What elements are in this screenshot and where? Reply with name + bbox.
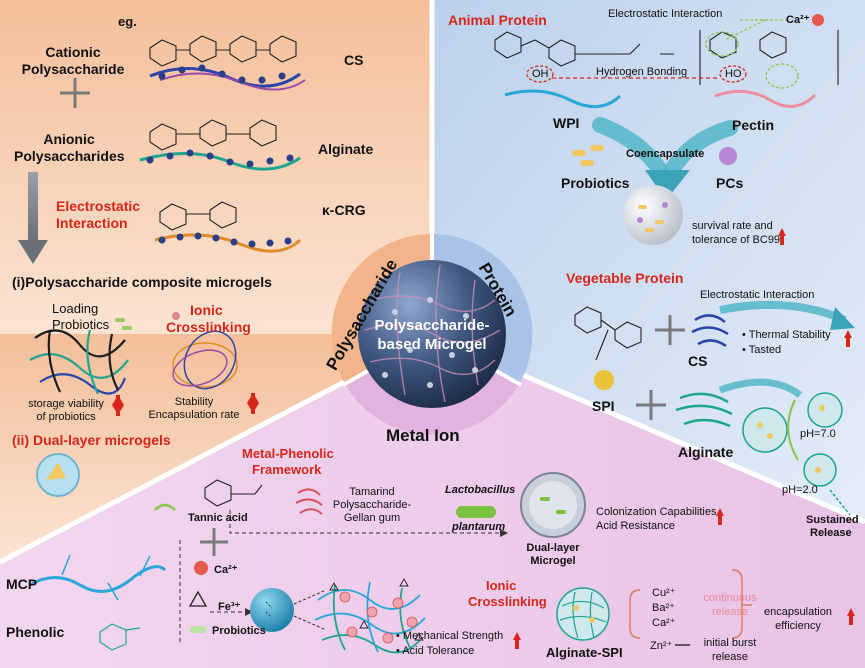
electrostatic-interaction-label: Electrostatic Interaction: [608, 8, 723, 20]
loading-line1: Loading: [52, 301, 99, 316]
lacto-line1: Lactobacillus: [445, 484, 516, 496]
tamarind-line1: Tamarind: [349, 486, 395, 498]
dual-layer-heading-text: (ii) Dual-layer microgels: [12, 432, 171, 448]
storage-line2: of probiotics: [36, 411, 96, 423]
tamarind-line2: Polysaccharide-: [332, 499, 412, 511]
pcs-label: PCs: [716, 175, 744, 191]
ionic-line2: Crosslinking: [166, 319, 251, 335]
ionic-line1: Ionic: [190, 302, 223, 318]
ring-label-metal-ion: Metal Ion: [386, 426, 460, 445]
ph7-label: pH=7.0: [800, 428, 836, 440]
wpi-label: WPI: [553, 115, 580, 131]
veg-electrostatic-label: Electrostatic Interaction: [700, 289, 815, 301]
dual-microgel-line2: Microgel: [530, 555, 576, 567]
phenolic-label: Phenolic: [6, 624, 65, 640]
tamarind-line3: Gellan gum: [343, 512, 401, 524]
anionic-line1: Anionic: [43, 131, 95, 147]
colonization-label: Colonization Capabilities: [596, 506, 717, 518]
veg-alginate-label: Alginate: [678, 444, 734, 460]
vegetable-protein-heading: Vegetable Protein: [566, 270, 684, 286]
mpf-line2: Framework: [252, 462, 322, 477]
alginate-spi-label: Alginate-SPI: [546, 645, 623, 660]
storage-line1: storage viability: [28, 398, 104, 410]
cs-label: CS: [344, 52, 364, 68]
stability-line1: Stability: [174, 396, 214, 408]
ca2-label: Ca²⁺: [652, 617, 676, 629]
pectin-label: Pectin: [732, 117, 775, 133]
veg-cs-label: CS: [688, 353, 708, 369]
enc-line1: encapsulation: [764, 606, 832, 618]
metal-ca-label: Ca²⁺: [214, 564, 238, 576]
metal-probiotics-label: Probiotics: [212, 625, 266, 637]
mpf-line1: Metal-Phenolic: [242, 446, 334, 461]
tasted-text: Tasted: [748, 344, 782, 356]
animal-protein-heading: Animal Protein: [448, 12, 547, 28]
ca-label: Ca²⁺: [786, 14, 810, 26]
sustained-line2: Release: [810, 527, 852, 539]
probiotics-label: Probiotics: [561, 175, 630, 191]
fe-label: Fe³⁺: [218, 601, 241, 613]
metal-ionic-line1: Ionic: [486, 578, 517, 593]
mech-strength-item: • Mechanical Strength: [396, 630, 504, 642]
cationic-line1: Cationic: [45, 44, 101, 60]
lacto-line2: plantarum: [452, 521, 506, 533]
oh-right-label: HO: [725, 68, 742, 80]
thermal-stability-text: Thermal Stability: [748, 329, 831, 341]
acid-tolerance-text: Acid Tolerance: [402, 645, 475, 657]
ph2-label: pH=2.0: [782, 484, 818, 496]
hydrogen-bonding-label: Hydrogen Bonding: [596, 66, 688, 78]
sustained-line1: Sustained: [806, 514, 859, 526]
composite-heading: (i)Polysaccharide composite microgels: [12, 274, 272, 290]
burst-line1: initial burst: [703, 637, 757, 649]
continuous-line1: continuous: [703, 592, 757, 604]
mcp-label: MCP: [6, 576, 38, 592]
eg-label: eg.: [118, 14, 137, 29]
mech-strength-text: Mechanical Strength: [402, 630, 504, 642]
electrostatic-line1: Electrostatic: [56, 198, 141, 214]
anionic-line2: Polysaccharides: [14, 148, 125, 164]
loading-line2: Probiotics: [52, 317, 110, 332]
tasted-item: • Tasted: [742, 344, 782, 356]
stability-line2: Encapsulation rate: [148, 409, 240, 421]
dual-layer-heading: (ii) Dual-layer microgels: [12, 432, 171, 448]
electrostatic-line2: Interaction: [56, 215, 128, 231]
thermal-stability-item: • Thermal Stability: [742, 329, 831, 341]
zn-label: Zn²⁺: [650, 640, 673, 652]
enc-line2: efficiency: [775, 620, 821, 632]
cu-label: Cu²⁺: [652, 587, 676, 599]
burst-line2: release: [711, 651, 749, 663]
coencapsulate-label: Coencapsulate: [626, 148, 705, 160]
center-title-line2: based Microgel: [377, 336, 487, 353]
dual-microgel-line1: Dual-layer: [526, 542, 580, 554]
acid-resistance-label: Acid Resistance: [596, 520, 675, 532]
tannic-acid-label: Tannic acid: [188, 512, 248, 524]
alginate-label: Alginate: [318, 141, 374, 157]
oh-left-label: OH: [532, 68, 549, 80]
center-title-line1: Polysaccharide-: [374, 317, 490, 334]
kcrg-label: κ-CRG: [322, 202, 366, 218]
survival-line2: tolerance of BC99: [692, 234, 781, 246]
ba-label: Ba²⁺: [652, 602, 675, 614]
metal-ionic-line2: Crosslinking: [468, 594, 547, 609]
cationic-line2: Polysaccharide: [21, 61, 125, 77]
spi-label: SPI: [592, 398, 615, 414]
survival-line1: survival rate and: [692, 220, 773, 232]
continuous-line2: release: [711, 606, 749, 618]
acid-tolerance-item: • Acid Tolerance: [396, 645, 475, 657]
